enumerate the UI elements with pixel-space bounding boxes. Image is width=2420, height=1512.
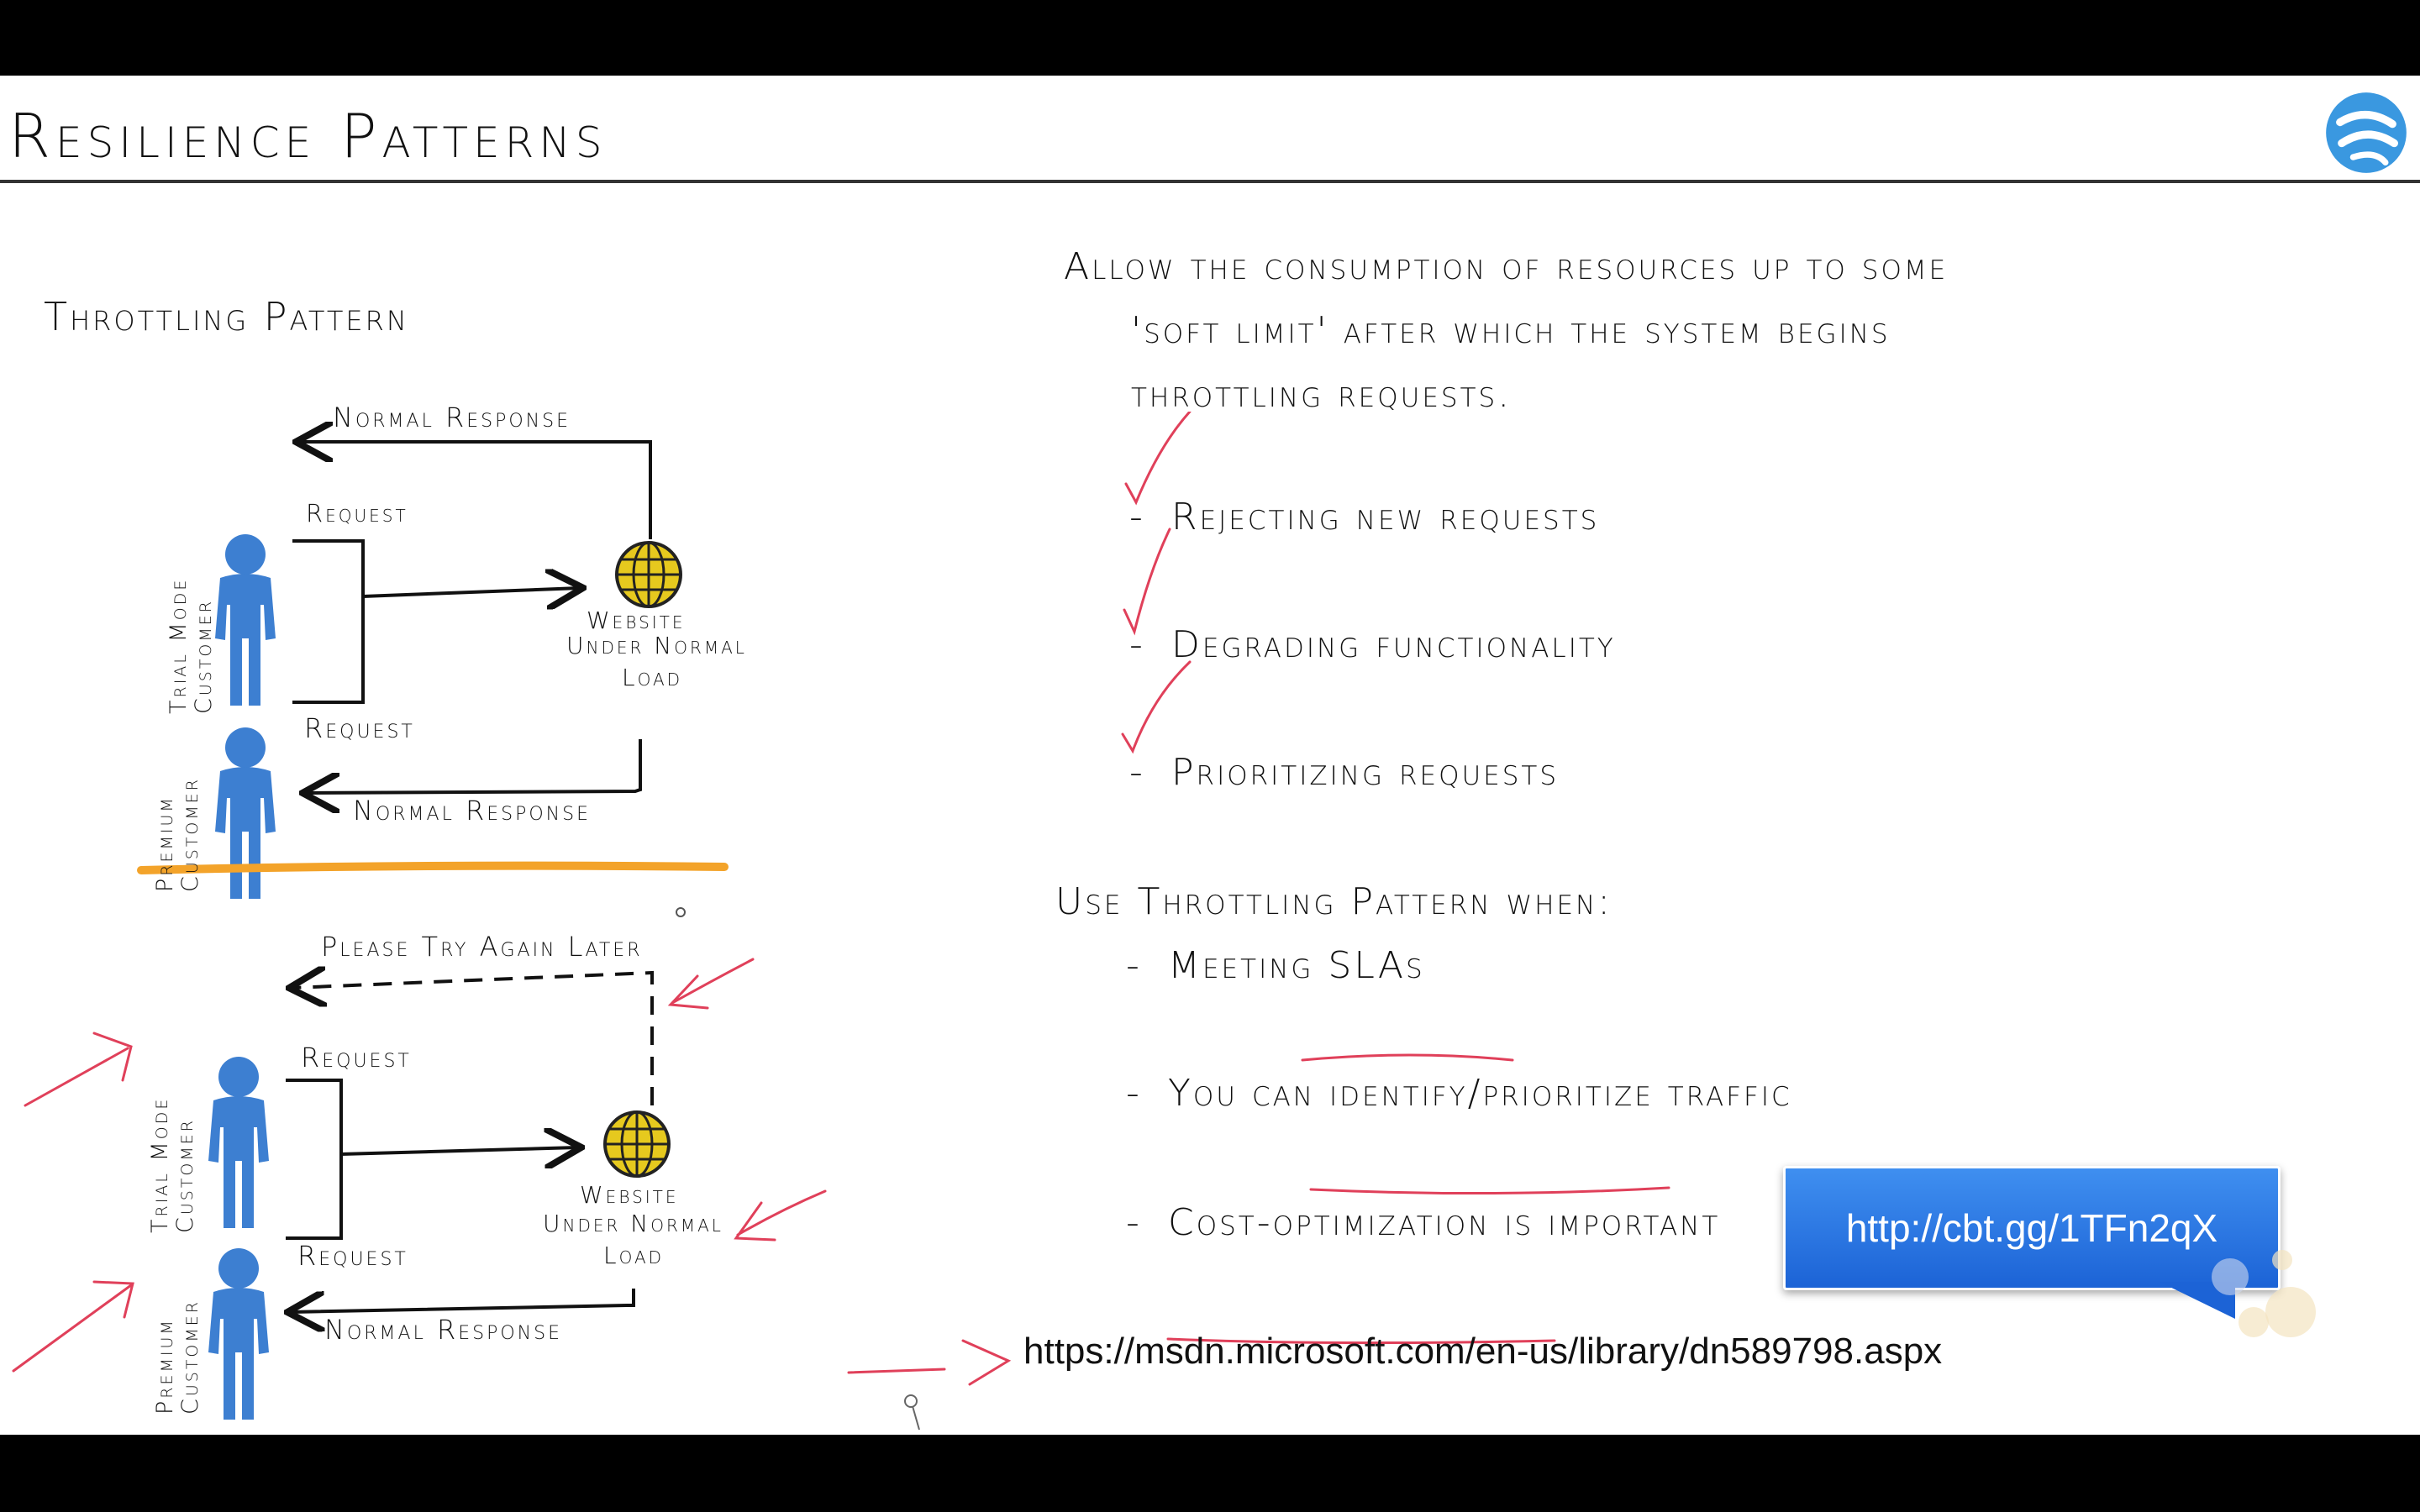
use-when-label-2: You can identify/prioritize traffic: [1168, 1072, 1792, 1115]
description-line-2: 'soft limit' after which the system begi…: [1131, 309, 1891, 352]
person-trial-top-icon: [215, 534, 276, 706]
description-line-3: throttling requests.: [1131, 373, 1512, 416]
section-title: Throttling Pattern: [44, 294, 409, 339]
azure-logo-icon: [2326, 92, 2407, 173]
normal-response-label-top: Normal Response: [333, 402, 571, 433]
website-label-line2: Under Normal: [566, 632, 747, 659]
divider-line: [137, 861, 729, 874]
premium-customer-label-2: Premium Customer: [152, 1299, 203, 1415]
letterbox-top: [0, 0, 2420, 76]
strategy-label-2: Degrading functionality: [1171, 623, 1616, 666]
person-premium-top-icon: [215, 727, 276, 899]
request-label-1: Request: [306, 499, 408, 528]
globe-bottom-icon: [603, 1110, 671, 1178]
description-line-1: Allow the consumption of resources up to…: [1064, 245, 1949, 288]
letterbox-bottom: [0, 1435, 2420, 1512]
premium-customer-label: Premium Customer: [152, 777, 203, 892]
website-label-2-line3: Load: [603, 1242, 665, 1269]
request-label-2: Request: [304, 712, 415, 744]
strategy-label-3: Prioritizing requests: [1171, 751, 1560, 794]
use-when-item-3: -Cost-optimization is important: [1126, 1201, 1721, 1244]
request-label-3: Request: [301, 1042, 412, 1074]
slide-title: Resilience Patterns: [8, 101, 608, 171]
arrow-to-link-icon: [847, 1339, 1012, 1431]
website-label-line3: Load: [622, 664, 683, 691]
strategy-label-1: Rejecting new requests: [1171, 496, 1600, 538]
strategy-item-1: -Rejecting new requests: [1129, 496, 1600, 538]
website-label-2-line1: Website: [580, 1181, 679, 1209]
website-label-line1: Website: [587, 606, 686, 634]
decor-circles: [2212, 1250, 2316, 1337]
slide: Resilience Patterns Throttling Pattern: [0, 76, 2420, 1435]
strategy-item-3: -Prioritizing requests: [1129, 751, 1560, 794]
normal-response-label-2: Normal Response: [324, 1314, 563, 1346]
use-when-item-2: -You can identify/prioritize traffic: [1126, 1072, 1792, 1115]
person-premium-bottom-icon: [208, 1248, 269, 1420]
person-trial-bottom-icon: [208, 1057, 269, 1228]
trial-customer-label-2: Trial Mode Customer: [147, 1096, 198, 1233]
use-when-heading: Use Throttling Pattern when:: [1055, 880, 1613, 923]
callout-link-button[interactable]: http://cbt.gg/1TFn2qX: [1783, 1166, 2281, 1290]
pattern-description: Allow the consumption of resources up to…: [1064, 235, 2156, 427]
request-label-4: Request: [297, 1240, 408, 1272]
normal-response-label-bottom: Normal Response: [353, 795, 592, 827]
trial-customer-label: Trial Mode Customer: [166, 577, 217, 714]
try-again-label: Please Try Again Later: [321, 931, 643, 963]
globe-top-icon: [615, 541, 682, 608]
throttling-diagram: Normal Response Request Request Trial Mo…: [0, 76, 924, 1435]
annotation-arrows: [12, 958, 827, 1373]
title-underline: [0, 180, 2420, 183]
checkmarks-icon: [1121, 412, 1192, 754]
use-when-label-3: Cost-optimization is important: [1168, 1201, 1721, 1244]
use-when-label-1: Meeting SLAs: [1168, 944, 1425, 987]
reference-link[interactable]: https://msdn.microsoft.com/en-us/library…: [1023, 1331, 1943, 1372]
strategy-item-2: -Degrading functionality: [1129, 623, 1616, 666]
website-label-2-line2: Under Normal: [543, 1210, 723, 1237]
underline-annotations: [1166, 1053, 1670, 1345]
use-when-item-1: -Meeting SLAs: [1126, 944, 1425, 987]
